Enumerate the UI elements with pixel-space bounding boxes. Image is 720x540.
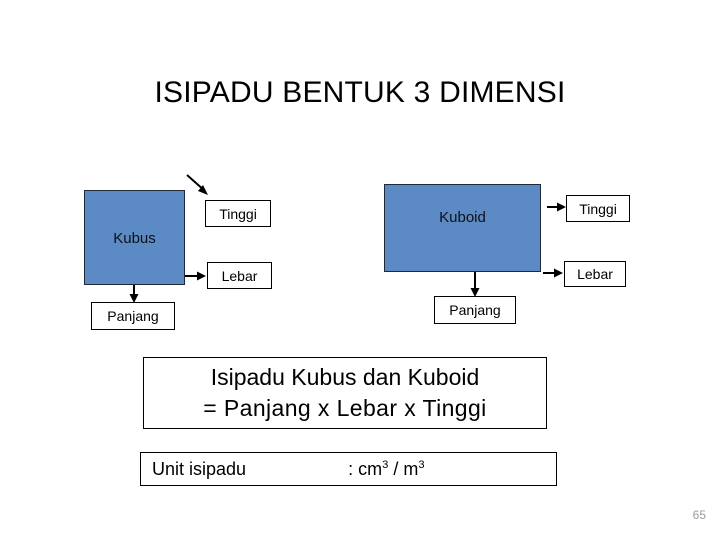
unit-box: Unit isipadu : cm3 / m3 bbox=[140, 452, 557, 486]
callout-kubus-tinggi: Tinggi bbox=[205, 200, 271, 227]
down-arrow-icon bbox=[465, 272, 485, 298]
unit-cm-base: cm bbox=[358, 458, 383, 479]
callout-kuboid-tinggi: Tinggi bbox=[566, 195, 630, 222]
right-arrow-icon bbox=[547, 197, 567, 217]
callout-kuboid-lebar: Lebar bbox=[564, 261, 626, 287]
callout-label: Lebar bbox=[221, 267, 258, 284]
page-title: ISIPADU BENTUK 3 DIMENSI bbox=[154, 76, 566, 109]
formula-box: Isipadu Kubus dan Kuboid = Panjang x Leb… bbox=[143, 357, 547, 429]
unit-label: Unit isipadu bbox=[152, 458, 247, 479]
callout-label: Tinggi bbox=[579, 200, 617, 217]
formula-line-1: Isipadu Kubus dan Kuboid bbox=[210, 364, 480, 390]
unit-m-base: m bbox=[403, 458, 419, 479]
callout-kubus-panjang: Panjang bbox=[91, 302, 175, 330]
diagonal-down-right-arrow-icon bbox=[186, 174, 214, 200]
callout-label: Panjang bbox=[107, 308, 159, 324]
right-arrow-icon bbox=[185, 266, 207, 286]
callout-label: Tinggi bbox=[219, 205, 257, 222]
callout-kuboid-panjang: Panjang bbox=[434, 296, 516, 324]
unit-divider: / bbox=[393, 458, 399, 479]
shape-kubus-label: Kubus bbox=[113, 230, 156, 247]
unit-separator: : bbox=[348, 458, 354, 479]
unit-cm: cm3 bbox=[358, 459, 393, 479]
shape-kubus: Kubus bbox=[84, 190, 185, 285]
unit-cm-exponent: 3 bbox=[382, 458, 389, 471]
unit-value: : cm3 / m3 bbox=[348, 459, 425, 480]
callout-kubus-lebar: Lebar bbox=[207, 262, 272, 289]
formula-line-2: = Panjang x Lebar x Tinggi bbox=[203, 395, 487, 421]
callout-label: Lebar bbox=[577, 266, 613, 282]
unit-m-exponent: 3 bbox=[418, 458, 425, 471]
shape-kuboid-label: Kuboid bbox=[439, 208, 486, 226]
page-number: 65 bbox=[692, 508, 706, 522]
shape-kuboid: Kuboid bbox=[384, 184, 541, 272]
callout-label: Panjang bbox=[449, 302, 501, 318]
right-arrow-icon bbox=[543, 263, 564, 283]
unit-m: m3 bbox=[403, 459, 424, 479]
